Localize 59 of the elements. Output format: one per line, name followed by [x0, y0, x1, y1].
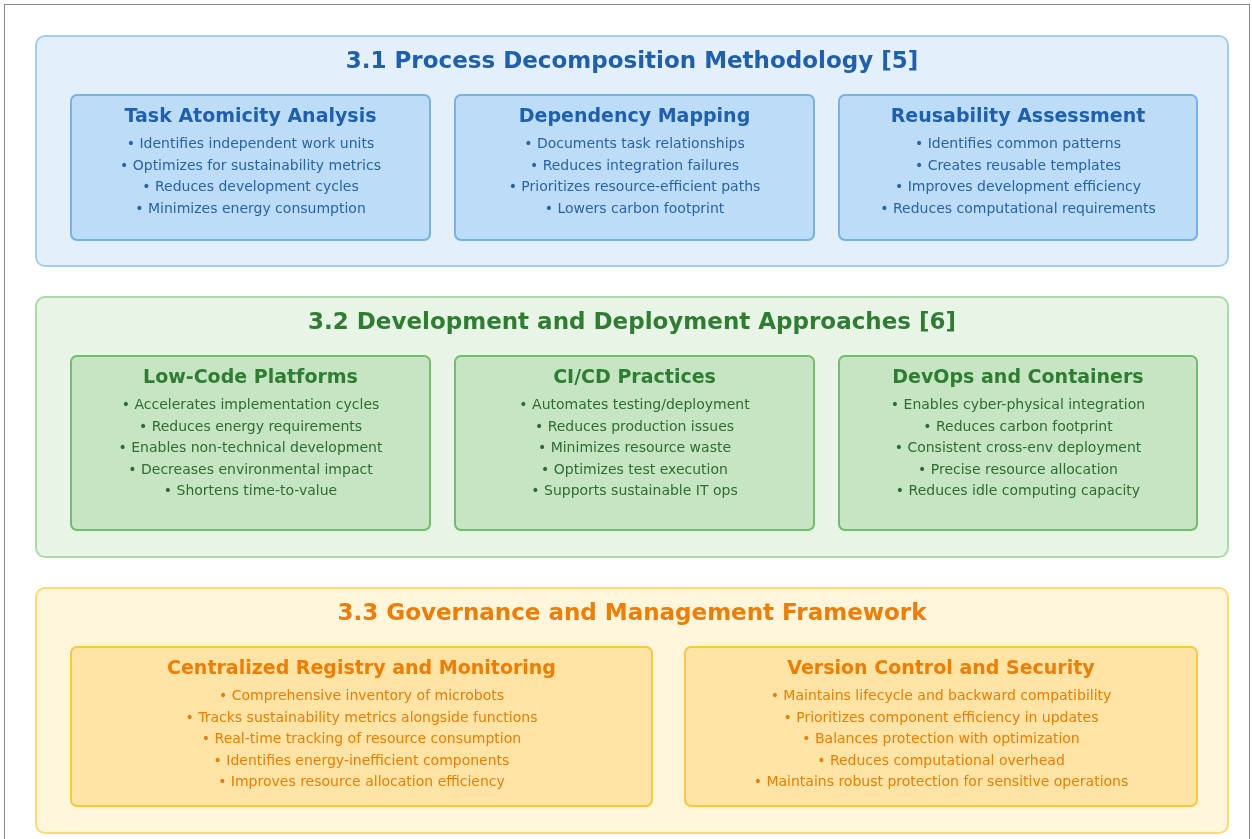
bullet-item: • Automates testing/deployment [519, 395, 750, 414]
bullet-item: • Optimizes for sustainability metrics [120, 155, 381, 175]
bullet-item: • Reduces carbon footprint [923, 416, 1113, 436]
bullet-item: • Improves resource allocation efficiency [218, 772, 505, 791]
bullet-item: • Reduces development cycles [142, 177, 359, 196]
bullet-item: • Enables cyber-physical integration [890, 395, 1146, 414]
section-panel [35, 35, 1229, 267]
bullet-item: • Decreases environmental impact [128, 459, 373, 479]
bullet-item: • Reduces integration failures [529, 155, 740, 175]
section-heading: 3.1 Process Decomposition Methodology [5] [344, 47, 920, 73]
topic-card [454, 94, 815, 241]
bullet-item: • Creates reusable templates [914, 155, 1122, 175]
section-panel [35, 296, 1229, 558]
card-heading: CI/CD Practices [552, 365, 717, 387]
bullet-item: • Enables non-technical development [118, 438, 383, 457]
section-panel [35, 587, 1229, 834]
topic-card [454, 355, 815, 531]
bullet-item: • Minimizes resource waste [537, 438, 732, 457]
bullet-item: • Balances protection with optimization [802, 729, 1080, 748]
bullet-item: • Documents task relationships [524, 134, 745, 153]
topic-card [838, 355, 1198, 531]
bullet-item: • Reduces idle computing capacity [895, 481, 1141, 500]
card-heading: Dependency Mapping [517, 104, 752, 126]
topic-card [838, 94, 1198, 241]
bullet-item: • Improves development efficiency [895, 177, 1141, 196]
card-heading: DevOps and Containers [891, 365, 1145, 387]
bullet-item: • Prioritizes resource-efficient paths [508, 177, 761, 196]
topic-card [684, 646, 1198, 807]
topic-card [70, 94, 431, 241]
bullet-item: • Shortens time-to-value [163, 481, 338, 500]
bullet-item: • Comprehensive inventory of microbots [219, 686, 504, 705]
bullet-item: • Real-time tracking of resource consumption [201, 729, 522, 748]
bullet-item: • Minimizes energy consumption [135, 198, 366, 218]
card-heading: Low-Code Platforms [142, 365, 359, 387]
bullet-item: • Lowers carbon footprint [544, 198, 725, 218]
topic-card [70, 646, 653, 807]
bullet-item: • Accelerates implementation cycles [121, 395, 380, 414]
bullet-item: • Prioritizes component efficiency in updates [783, 707, 1099, 727]
bullet-item: • Reduces production issues [534, 416, 735, 436]
bullet-item: • Precise resource allocation [918, 459, 1118, 479]
bullet-item: • Identifies energy-inefficient components [213, 750, 510, 770]
bullet-item: • Optimizes test execution [541, 459, 728, 479]
bullet-item: • Identifies common patterns [915, 134, 1121, 153]
bullet-item: • Supports sustainable IT ops [531, 481, 738, 500]
bullet-item: • Maintains robust protection for sensitive operations [753, 772, 1129, 791]
bullet-item: • Tracks sustainability metrics alongside functions [185, 707, 538, 727]
bullet-item: • Reduces energy requirements [138, 416, 363, 436]
bullet-item: • Identifies independent work units [126, 134, 375, 153]
card-heading: Version Control and Security [786, 656, 1096, 678]
bullet-item: • Maintains lifecycle and backward compatibility [770, 686, 1112, 705]
card-heading: Centralized Registry and Monitoring [166, 656, 557, 678]
section-heading: 3.3 Governance and Management Framework [336, 599, 928, 625]
card-heading: Task Atomicity Analysis [123, 104, 378, 126]
bullet-item: • Reduces computational overhead [817, 750, 1065, 770]
topic-card [70, 355, 431, 531]
section-heading: 3.2 Development and Deployment Approaches [6] [307, 308, 957, 334]
bullet-item: • Reduces computational requirements [880, 198, 1156, 218]
bullet-item: • Consistent cross-env deployment [894, 438, 1142, 457]
card-heading: Reusability Assessment [889, 104, 1147, 126]
